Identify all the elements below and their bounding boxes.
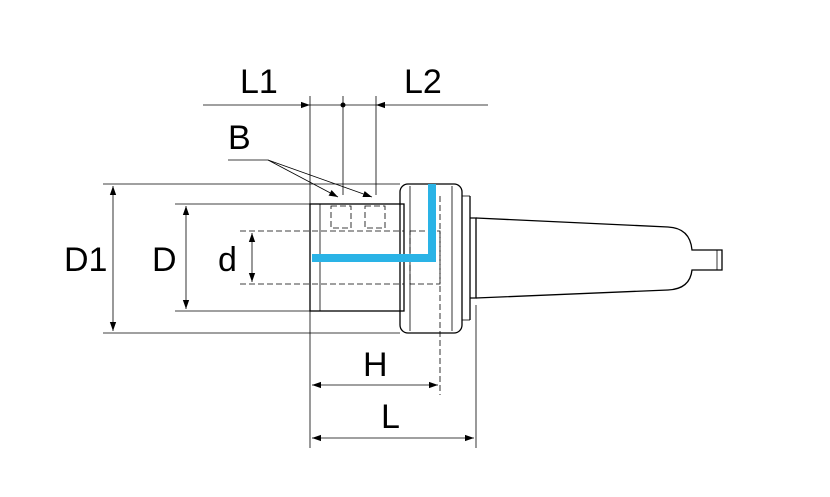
- coolant-channel: [312, 184, 436, 262]
- label-L: L: [381, 398, 400, 436]
- label-D1: D1: [64, 241, 107, 279]
- center-dot: [340, 102, 346, 108]
- dimension-H: [309, 311, 438, 448]
- inner-bore-hidden-lines: [240, 230, 404, 285]
- label-H: H: [363, 346, 388, 384]
- dimension-L: [312, 305, 477, 448]
- collet-slots: [330, 205, 386, 229]
- dimension-D1: [103, 183, 400, 334]
- label-D: D: [152, 241, 177, 279]
- label-L2: L2: [404, 63, 442, 101]
- dimension-B: [228, 159, 373, 198]
- label-d: d: [218, 241, 237, 279]
- dimension-D: [175, 203, 310, 312]
- label-L1: L1: [240, 63, 278, 101]
- taper-shank: [470, 217, 723, 299]
- label-B: B: [228, 119, 251, 157]
- dimension-L1-L2: [203, 96, 488, 204]
